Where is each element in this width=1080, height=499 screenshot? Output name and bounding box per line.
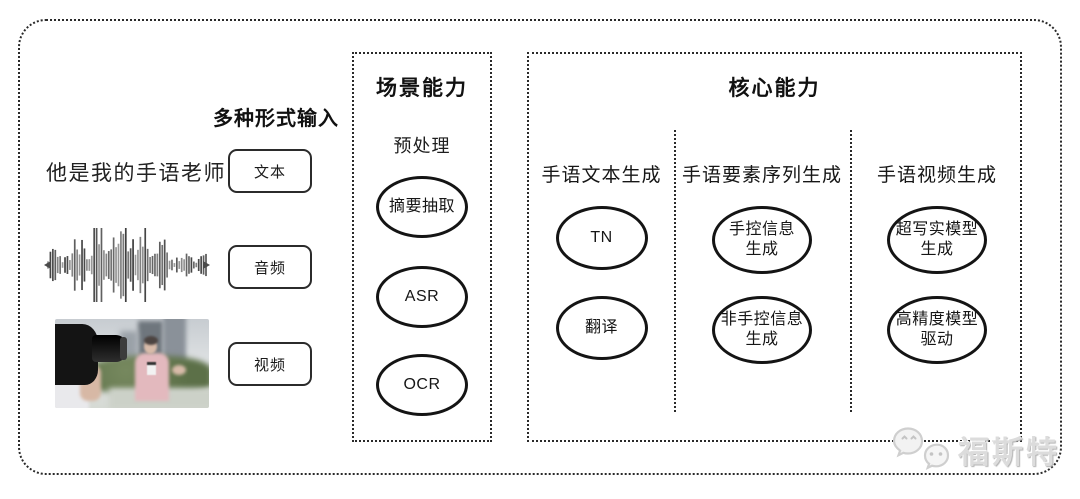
node-non-manual-info-generation: 非手控信息 生成 [712,296,812,364]
input-node-text: 文本 [228,149,312,193]
input-node-audio: 音频 [228,245,312,289]
watermark-text: 福斯特 [958,434,1060,470]
photo-reporter-hair [143,335,158,345]
audio-waveform-icon [44,228,210,302]
column-header: 手语视频生成 [876,165,997,186]
outer-dotted-frame [18,19,1062,475]
photo-reporter [135,352,170,401]
input-node-video-label: 视频 [253,356,286,374]
node-high-precision-model-driving: 高精度模型 驱动 [887,296,987,364]
node-summary-extraction: 摘要抽取 [376,176,468,238]
scene-capability-title: 场景能力 [376,77,468,100]
input-node-audio-label: 音频 [253,259,286,277]
input-node-video: 视频 [228,342,312,386]
photo-camera-lens-ring [119,336,128,360]
node-manual-info-generation: 手控信息 生成 [712,206,812,274]
column-sign-video-generation: 手语视频生成 超写实模型 生成 高精度模型 驱动 [850,54,1024,444]
video-sample-photo [55,319,209,408]
core-capability-title: 核心能力 [728,77,821,100]
input-section-title: 多种形式输入 [213,108,339,130]
watermark: 福斯特 [892,424,1060,474]
column-header: 手语要素序列生成 [681,165,842,186]
column-divider [850,130,852,412]
photo-camera-body [55,324,99,385]
column-divider [674,130,676,412]
column-header: 手语文本生成 [541,165,662,186]
input-node-text-label: 文本 [253,163,286,181]
photo-microphone [147,361,157,375]
node-ocr: OCR [376,354,468,416]
column-sign-element-sequence-generation: 手语要素序列生成 手控信息 生成 非手控信息 生成 [674,54,850,444]
photo-reporter-hand [172,365,187,376]
node-hyperreal-model-generation: 超写实模型 生成 [887,206,987,274]
scene-capability-box: 场景能力 预处理 摘要抽取 ASR OCR [352,52,492,442]
node-asr: ASR [376,266,468,328]
node-translation: 翻译 [555,296,648,360]
column-sign-text-generation: 手语文本生成 TN 翻译 [529,54,674,444]
text-input-sample: 他是我的手语老师 [46,162,226,185]
core-capability-box: 核心能力 手语文本生成 TN 翻译 手语要素序列生成 手控信息 生成 非手控信息… [527,52,1022,442]
node-tn: TN [555,206,648,270]
preprocess-label: 预处理 [393,136,451,156]
photo-building [162,319,186,362]
wechat-chat-bubbles-icon [892,427,950,470]
